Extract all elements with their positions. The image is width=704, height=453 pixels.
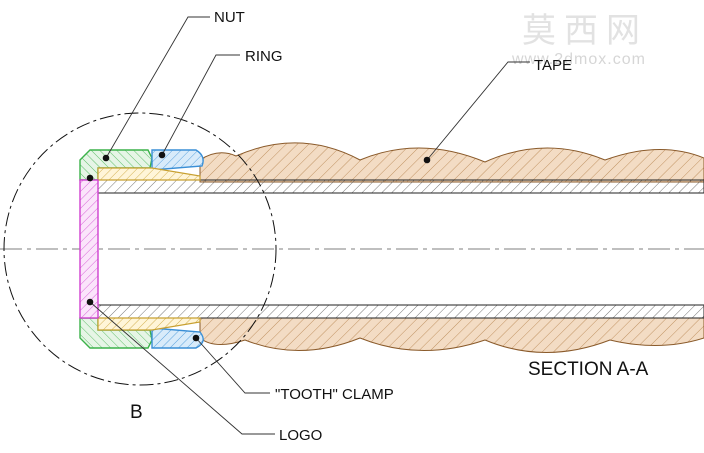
clamp-leader xyxy=(195,337,270,394)
ring-label: RING xyxy=(245,48,283,65)
logo-insert xyxy=(79,179,99,319)
detail-circle xyxy=(3,112,277,386)
clamp-dot xyxy=(192,334,200,342)
ring-bottom xyxy=(151,327,204,349)
ring-leader xyxy=(161,54,240,156)
watermark-url: www.2dmox.com xyxy=(511,51,646,68)
logo-label: LOGO xyxy=(279,427,322,444)
tape-bottom xyxy=(199,317,704,353)
leaders xyxy=(89,16,530,435)
watermark: 莫西网 www.2dmox.com xyxy=(511,11,648,68)
hose-wall-bottom xyxy=(94,304,704,319)
tooth-clamp-top xyxy=(97,167,201,181)
tape-top xyxy=(199,142,704,183)
nut-dot xyxy=(102,154,110,162)
nut-leader xyxy=(105,16,210,159)
logo-leader xyxy=(89,301,275,435)
logo-dot xyxy=(86,298,94,306)
tape-dot xyxy=(423,156,431,164)
nut-top-dot xyxy=(86,174,94,182)
tape-label: TAPE xyxy=(534,57,572,74)
section-label: SECTION A-A xyxy=(528,359,649,380)
tape-leader xyxy=(426,61,530,161)
nut-label: NUT xyxy=(214,9,245,26)
detail-label: B xyxy=(130,402,143,423)
hose-wall-top xyxy=(94,179,704,194)
ring-dot xyxy=(158,151,166,159)
tooth-clamp-bottom xyxy=(97,317,201,331)
tooth-clamp-label: "TOOTH" CLAMP xyxy=(275,386,394,403)
watermark-brand: 莫西网 xyxy=(522,11,648,51)
leader-dots xyxy=(86,151,431,342)
